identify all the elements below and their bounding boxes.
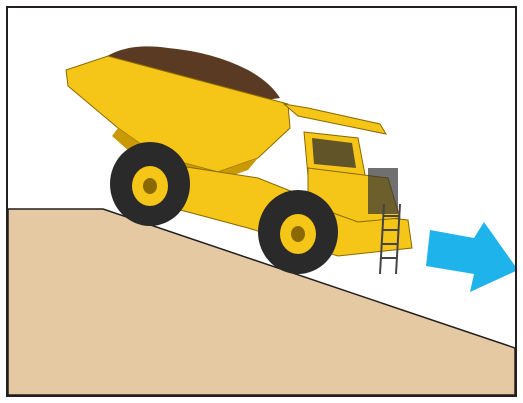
diagram-frame (6, 6, 517, 397)
canopy (284, 104, 386, 134)
front-wheel (258, 190, 338, 274)
rear-wheel (110, 142, 190, 226)
direction-arrow (426, 222, 515, 292)
diagram-canvas (8, 8, 515, 395)
